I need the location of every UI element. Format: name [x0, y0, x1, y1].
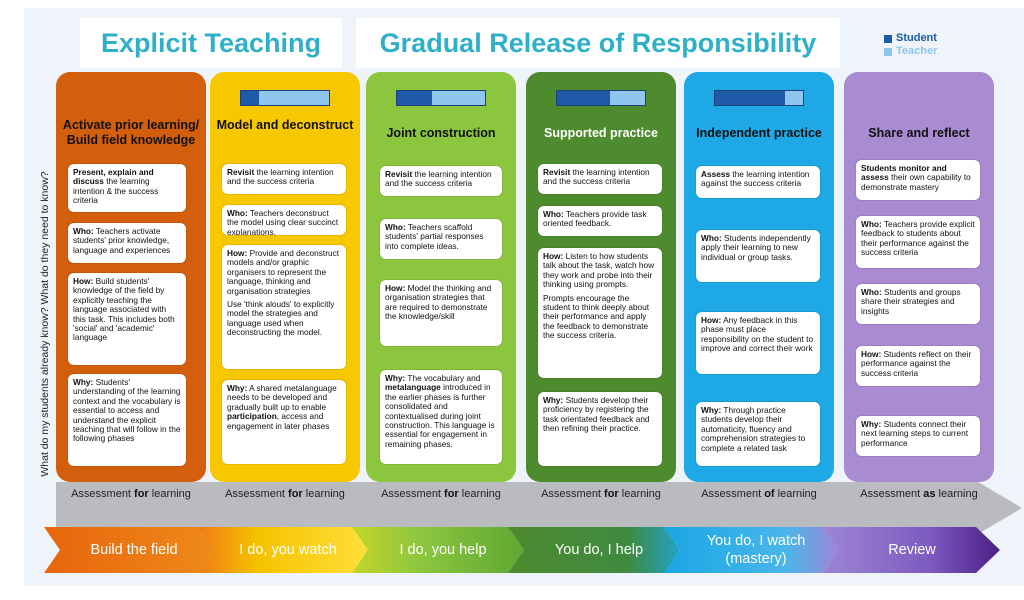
assessment-arrow — [56, 482, 1022, 534]
phase-label-i-do-you-watch: I do, you watch — [239, 542, 337, 558]
grr-banner: Gradual Release of Responsibility — [356, 18, 840, 68]
assessment-label: Assessment for learning — [541, 488, 661, 500]
present-card: Present, explain and discuss the learnin… — [68, 164, 186, 212]
column-title: Share and reflect — [868, 126, 970, 140]
revisit-card: Revisit the learning intention and the s… — [222, 164, 346, 194]
who-teachers-card: Who: Teachers provide explicit feedback … — [856, 216, 980, 268]
column-title: Independent practice — [696, 126, 822, 140]
explicit-teaching-banner: Explicit Teaching — [80, 18, 342, 68]
who-students-card: Who: Students and groups share their str… — [856, 284, 980, 324]
assessment-label: Assessment for learning — [381, 488, 501, 500]
revisit-card: Revisit the learning intention and the s… — [538, 164, 662, 194]
assessment-label: Assessment as learning — [860, 488, 978, 500]
who-card: Who: Teachers activate students' prior k… — [68, 223, 186, 263]
phase-column-share: Share and reflect Students monitor and a… — [844, 72, 994, 482]
responsibility-gauge — [396, 90, 486, 106]
phase-label-review: Review — [888, 542, 936, 558]
phase-label-you-do-i-watch: You do, I watch (mastery) — [706, 533, 806, 567]
student-share-fill — [241, 91, 259, 105]
how-card: How: Model the thinking and organisation… — [380, 280, 502, 346]
why-card: Why: Students' understanding of the lear… — [68, 374, 186, 466]
explicit-teaching-title: Explicit Teaching — [100, 27, 322, 58]
assessment-label: Assessment for learning — [71, 488, 191, 500]
phase-column-supported: Supported practice Revisit the learning … — [526, 72, 676, 482]
side-question-text: What do my students already know? What d… — [39, 171, 51, 477]
assess-card: Assess the learning intention against th… — [696, 166, 820, 198]
student-share-fill — [715, 91, 786, 105]
assessment-label: Assessment for learning — [225, 488, 345, 500]
phase-column-activate: Activate prior learning/ Build field kno… — [56, 72, 206, 482]
responsibility-gauge — [556, 90, 646, 106]
how-card: How: Students reflect on their performan… — [856, 346, 980, 386]
legend-student-label: Student — [896, 32, 937, 44]
who-card: Who: Teachers deconstruct the model usin… — [222, 205, 346, 235]
how-card: How: Listen to how students talk about t… — [538, 248, 662, 378]
why-card: Why: Students connect their next learnin… — [856, 416, 980, 456]
phase-column-joint: Joint construction Revisit the learning … — [366, 72, 516, 482]
assessment-label: Assessment of learning — [701, 488, 817, 500]
column-title: Activate prior learning/ Build field kno… — [62, 118, 200, 147]
legend-student: Student — [884, 32, 937, 45]
side-question-label: What do my students already know? What d… — [36, 152, 54, 496]
why-card: Why: Through practice students develop t… — [696, 402, 820, 466]
legend-teacher-label: Teacher — [896, 45, 938, 57]
revisit-card: Revisit the learning intention and the s… — [380, 166, 502, 196]
responsibility-gauge — [240, 90, 330, 106]
legend-teacher-swatch — [884, 47, 892, 56]
responsibility-gauge — [714, 90, 804, 106]
why-card: Why: A shared metalanguage needs to be d… — [222, 380, 346, 464]
who-card: Who: Teachers provide task oriented feed… — [538, 206, 662, 236]
who-card: Who: Students independently apply their … — [696, 230, 820, 282]
column-title: Supported practice — [544, 126, 658, 140]
who-card: Who: Teachers scaffold students' partial… — [380, 219, 502, 259]
column-title: Joint construction — [386, 126, 496, 140]
legend-teacher: Teacher — [884, 45, 937, 58]
phase-column-independent: Independent practice Assess the learning… — [684, 72, 834, 482]
phase-label-you-do-i-help: You do, I help — [554, 542, 644, 558]
how-card: How: Provide and deconstruct models and/… — [222, 245, 346, 369]
legend-student-swatch — [884, 34, 892, 43]
grr-title: Gradual Release of Responsibility — [379, 27, 817, 58]
student-share-fill — [557, 91, 610, 105]
monitor-card: Students monitor and assess their own ca… — [856, 160, 980, 200]
phase-column-model: Model and deconstruct Revisit the learni… — [210, 72, 360, 482]
column-title: Model and deconstruct — [216, 118, 354, 132]
phase-label-i-do-you-help: I do, you help — [399, 542, 487, 558]
why-card: Why: The vocabulary and metalanguage int… — [380, 370, 502, 464]
how-card: How: Build students' knowledge of the fi… — [68, 273, 186, 365]
legend: Student Teacher — [884, 32, 937, 58]
how-card: How: Any feedback in this phase must pla… — [696, 312, 820, 374]
phase-label-build-field: Build the field — [90, 542, 178, 558]
why-card: Why: Students develop their proficiency … — [538, 392, 662, 466]
student-share-fill — [397, 91, 433, 105]
